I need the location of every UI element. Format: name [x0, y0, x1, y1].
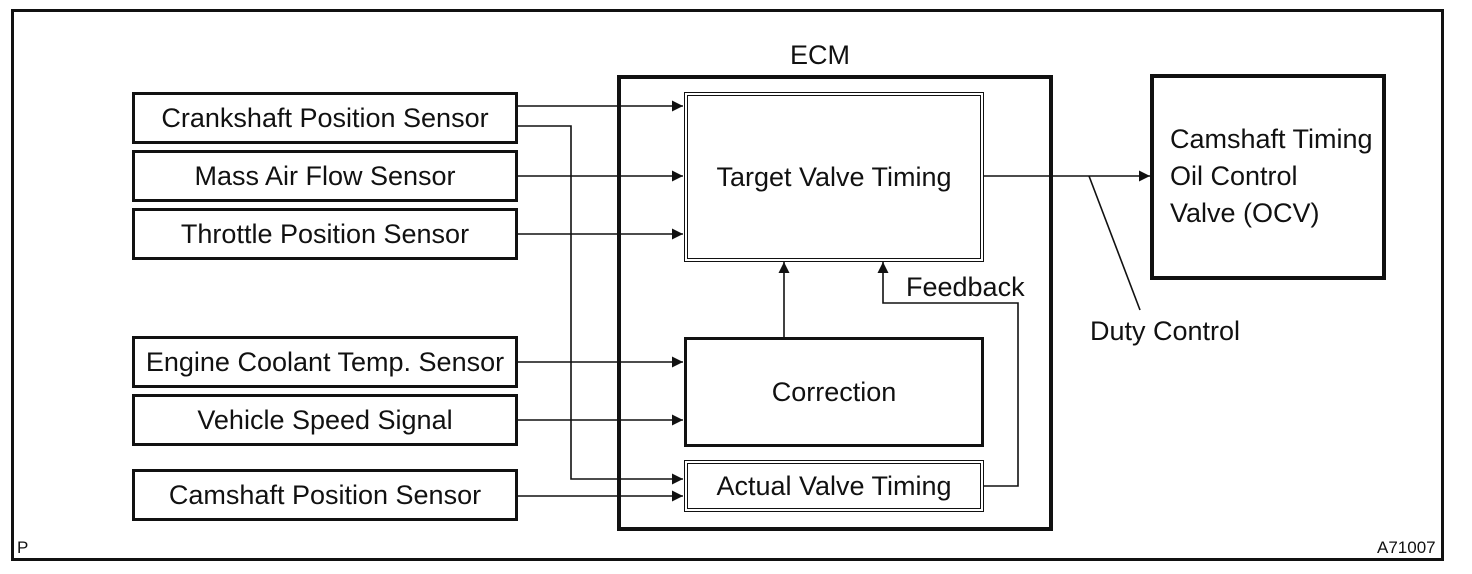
- feedback-label: Feedback: [906, 272, 1025, 302]
- correction-block: Correction: [684, 337, 984, 447]
- ocv-label-line-2: Oil Control: [1170, 161, 1298, 191]
- mass-air-flow-sensor: Mass Air Flow Sensor: [132, 150, 518, 202]
- ecm-label: ECM: [790, 40, 850, 70]
- camshaft-position-sensor: Camshaft Position Sensor: [132, 469, 518, 521]
- actual-valve-timing-block: Actual Valve Timing: [684, 460, 984, 512]
- vehicle-speed-signal: Vehicle Speed Signal: [132, 394, 518, 446]
- ocv-box: Camshaft Timing Oil Control Valve (OCV): [1150, 74, 1386, 280]
- ocv-label-line-3: Valve (OCV): [1170, 198, 1320, 228]
- engine-coolant-temp-sensor: Engine Coolant Temp. Sensor: [132, 336, 518, 388]
- duty-control-leader-line: [1088, 175, 1141, 311]
- feedback-line: [877, 262, 1019, 487]
- throttle-position-sensor: Throttle Position Sensor: [132, 208, 518, 260]
- duty-control-label: Duty Control: [1090, 316, 1241, 346]
- crankshaft-to-actual-line: [517, 125, 683, 485]
- ocv-label-line-1: Camshaft Timing: [1170, 124, 1373, 154]
- ecm-box: [617, 75, 1053, 531]
- crankshaft-position-sensor: Crankshaft Position Sensor: [132, 92, 518, 144]
- corner-label-left: P: [17, 538, 29, 557]
- target-valve-timing-block: Target Valve Timing: [684, 92, 984, 262]
- diagram-frame: [11, 9, 1444, 561]
- corner-label-right: A71007: [1377, 538, 1436, 557]
